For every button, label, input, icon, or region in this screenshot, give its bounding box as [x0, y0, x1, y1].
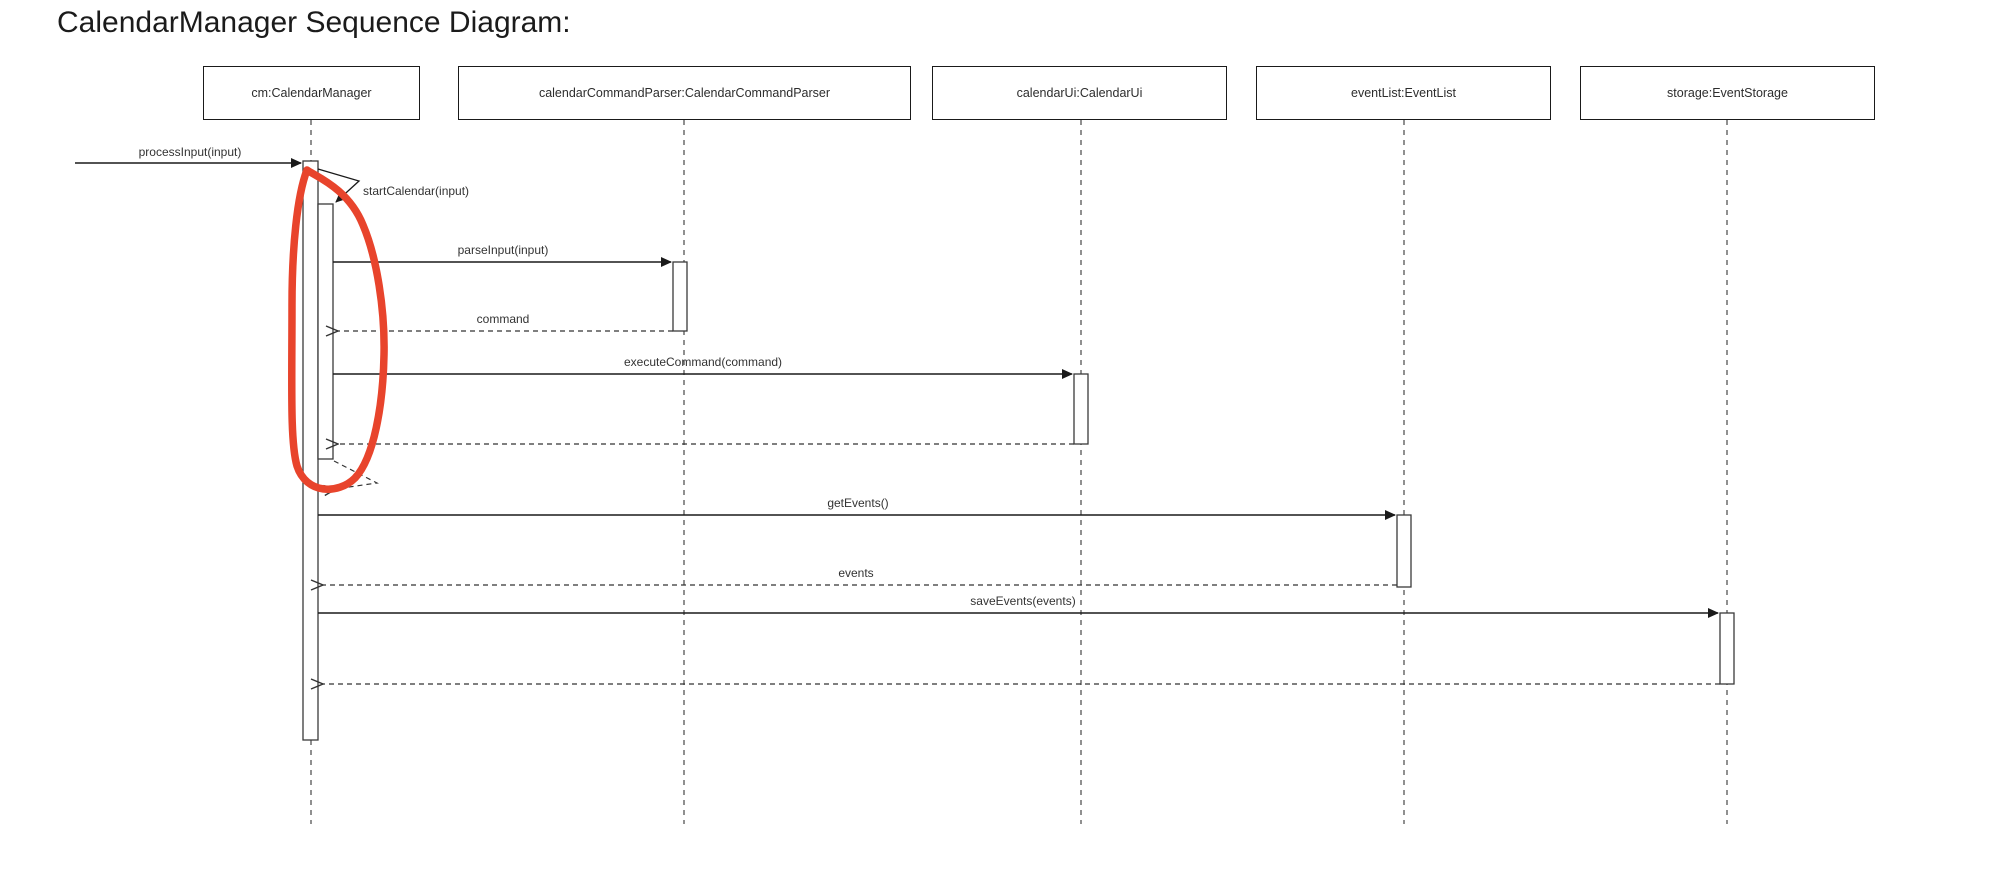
activation-cm-nested [317, 203, 334, 460]
participant-box-cm: cm:CalendarManager [203, 66, 420, 120]
message-label-saveevents: saveEvents(events) [970, 594, 1076, 608]
participant-label: cm:CalendarManager [251, 86, 372, 100]
message-label-parseinput: parseInput(input) [457, 243, 549, 257]
message-label-events: events [838, 566, 874, 580]
participant-label: storage:EventStorage [1667, 86, 1788, 100]
page-title: CalendarManager Sequence Diagram: [57, 6, 571, 39]
activation-eventlist [1396, 514, 1412, 588]
participant-box-calendarui: calendarUi:CalendarUi [932, 66, 1227, 120]
annotation-ellipse [287, 166, 388, 493]
activation-storage [1719, 612, 1735, 685]
participant-label: calendarCommandParser:CalendarCommandPar… [538, 86, 831, 100]
message-label-startcalendar: startCalendar(input) [363, 184, 470, 198]
participant-label: eventList:EventList [1351, 86, 1456, 100]
participant-label: calendarUi:CalendarUi [1016, 86, 1143, 100]
message-label-processinput: processInput(input) [138, 145, 242, 159]
activation-parser [672, 261, 688, 332]
participant-box-storage: storage:EventStorage [1580, 66, 1875, 120]
message-label-command: command [476, 312, 530, 326]
participant-box-eventlist: eventList:EventList [1256, 66, 1551, 120]
message-label-executecommand: executeCommand(command) [623, 355, 783, 369]
activation-calendarui [1073, 373, 1089, 445]
message-label-getevents: getEvents() [827, 496, 889, 510]
activation-cm-main [302, 160, 319, 741]
message-arrow-startcalendar-self [317, 168, 361, 203]
participant-box-parser: calendarCommandParser:CalendarCommandPar… [458, 66, 911, 120]
